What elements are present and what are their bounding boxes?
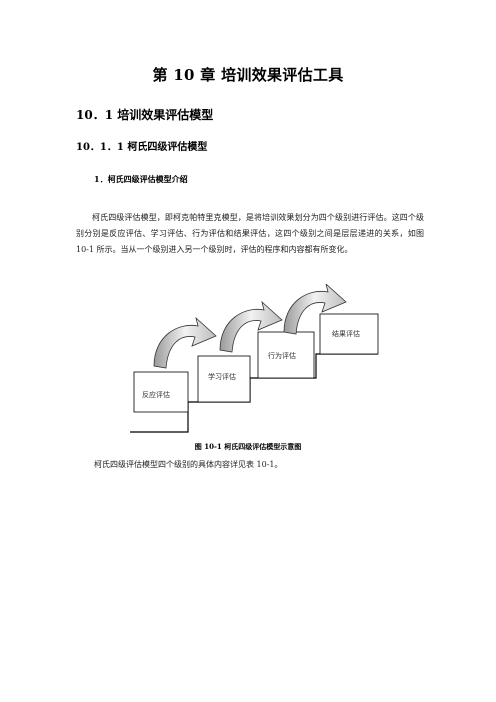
level-label-2: 学习评估	[208, 372, 236, 381]
intro-paragraph: 柯氏四级评估模型，即柯克帕特里克模型，是将培训效果划分为四个级别进行评估。这四个…	[76, 213, 424, 254]
level-box-1	[133, 371, 189, 413]
figure-caption: 图 10-1 柯氏四级评估模型示意图	[194, 442, 302, 451]
subsubsection-heading: 1．柯氏四级评估模型介绍	[94, 174, 188, 184]
four-level-model-figure: 反应评估 学习评估 行为评估 结果评估	[128, 284, 388, 434]
chapter-title: 第 10 章 培训效果评估工具	[152, 66, 344, 84]
section-heading: 10．1 培训效果评估模型	[76, 108, 214, 122]
curved-arrow-2	[219, 300, 283, 353]
curved-arrow-3	[283, 284, 347, 335]
level-label-4: 结果评估	[332, 329, 360, 338]
level-box-4	[319, 313, 379, 355]
level-label-1: 反应评估	[142, 390, 170, 399]
level-box-2	[197, 355, 251, 403]
level-label-3: 行为评估	[268, 351, 296, 360]
table-reference-paragraph: 柯氏四级评估模型四个级别的具体内容详见表 10-1。	[94, 460, 283, 469]
curved-arrow-1	[153, 316, 217, 369]
subsection-heading: 10．1．1 柯氏四级评估模型	[76, 142, 208, 153]
four-level-diagram: 反应评估 学习评估 行为评估 结果评估	[130, 284, 379, 433]
